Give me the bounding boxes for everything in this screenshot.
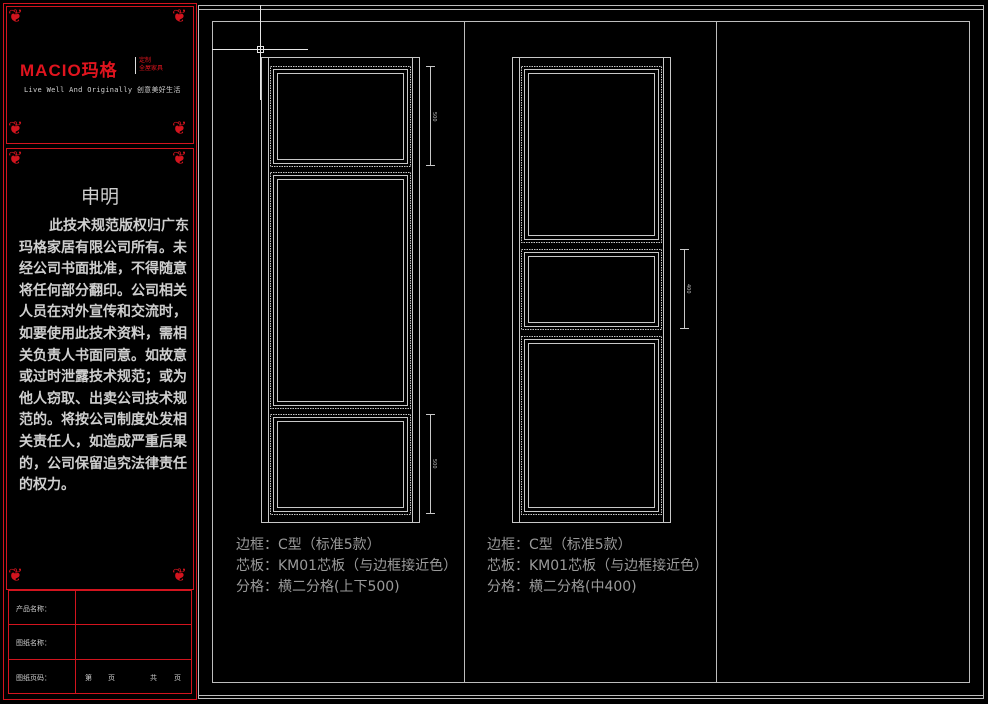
- dimension-label: 500: [431, 459, 437, 469]
- crosshair-box: [257, 46, 264, 53]
- ornament-icon: ❦: [172, 565, 188, 586]
- page-ye: 页: [174, 674, 181, 682]
- dimension-label: 400: [685, 284, 691, 294]
- ornament-icon: ❦: [172, 6, 188, 27]
- door-panel-frame: [270, 172, 411, 409]
- door-panel-frame: [273, 417, 408, 512]
- panel-spec: 芯板：KM01芯板（与边框接近色）: [487, 558, 709, 574]
- door-panel-frame: [270, 414, 411, 515]
- logo-tagline-bottom: 全屋家具: [139, 65, 164, 72]
- door-elevation-1: [261, 57, 435, 523]
- declaration-body: 此技术规范版权归广东玛格家居有限公司所有。未经公司书面批准，不得随意将任何部分翻…: [19, 218, 189, 494]
- door-elevation-2: [512, 57, 689, 523]
- frame-spec: 边框：C型（标准5款）: [487, 537, 632, 553]
- frame-spec: 边框：C型（标准5款）: [236, 537, 381, 553]
- logo-tagline: 定制 全屋家具: [139, 57, 163, 73]
- door-outer-frame: [512, 57, 671, 523]
- page-number-label: 图纸页码：: [16, 674, 51, 682]
- door-1-spec: 边框：C型（标准5款） 芯板：KM01芯板（与边框接近色） 分格：横二分格(上下…: [236, 535, 460, 598]
- door-stile: [268, 57, 413, 523]
- door-panel-core: [277, 73, 404, 160]
- door-panel-frame: [524, 252, 659, 327]
- door-panel-frame: [273, 69, 408, 164]
- door-panel-core: [277, 421, 404, 508]
- drawing-name-label: 图纸名称：: [16, 639, 51, 647]
- page-di: 第: [85, 674, 92, 682]
- door-panel-frame: [521, 249, 662, 330]
- door-panel-core: [528, 256, 655, 323]
- door-panel-frame: [273, 175, 408, 406]
- door-panel-frame: [524, 339, 659, 512]
- logo-tagline-top: 定制: [139, 57, 152, 64]
- door-panel-core: [528, 343, 655, 508]
- ornament-icon: ❦: [8, 118, 24, 139]
- door-panel-frame: [270, 66, 411, 167]
- door-2-spec: 边框：C型（标准5款） 芯板：KM01芯板（与边框接近色） 分格：横二分格(中4…: [487, 535, 711, 598]
- drawing-border: [198, 9, 984, 696]
- slogan: Live Well And Originally 创意美好生活: [24, 86, 181, 94]
- page-ye: 页: [108, 674, 115, 682]
- division-spec: 分格：横二分格(上下500): [236, 579, 400, 595]
- info-table-rule: [8, 659, 191, 660]
- brand-logo: MACIO玛格: [20, 61, 118, 80]
- ornament-icon: ❦: [8, 565, 24, 586]
- declaration-panel: [6, 148, 194, 590]
- door-panel-frame: [521, 66, 662, 243]
- door-panel-core: [277, 179, 404, 402]
- logo-panel: [6, 6, 194, 144]
- outer-red-border: [3, 3, 197, 700]
- division-spec: 分格：横二分格(中400): [487, 579, 637, 595]
- ornament-icon: ❦: [8, 148, 24, 169]
- drawing-inner-border: [212, 21, 970, 683]
- ornament-icon: ❦: [172, 118, 188, 139]
- ornament-icon: ❦: [172, 148, 188, 169]
- info-table-rule: [75, 590, 76, 693]
- declaration-title: 申明: [80, 186, 119, 208]
- dimension-label: 500: [431, 112, 437, 122]
- info-table: [8, 590, 192, 694]
- product-name-label: 产品名称：: [16, 605, 51, 613]
- panel-spec: 芯板：KM01芯板（与边框接近色）: [236, 558, 458, 574]
- door-panel-core: [528, 73, 655, 236]
- info-table-rule: [8, 624, 191, 625]
- door-panel-frame: [524, 69, 659, 240]
- door-stile: [519, 57, 664, 523]
- page-gong: 共: [150, 674, 157, 682]
- door-panel-frame: [521, 336, 662, 515]
- logo-divider: [135, 57, 136, 74]
- ornament-icon: ❦: [8, 6, 24, 27]
- door-outer-frame: [261, 57, 420, 523]
